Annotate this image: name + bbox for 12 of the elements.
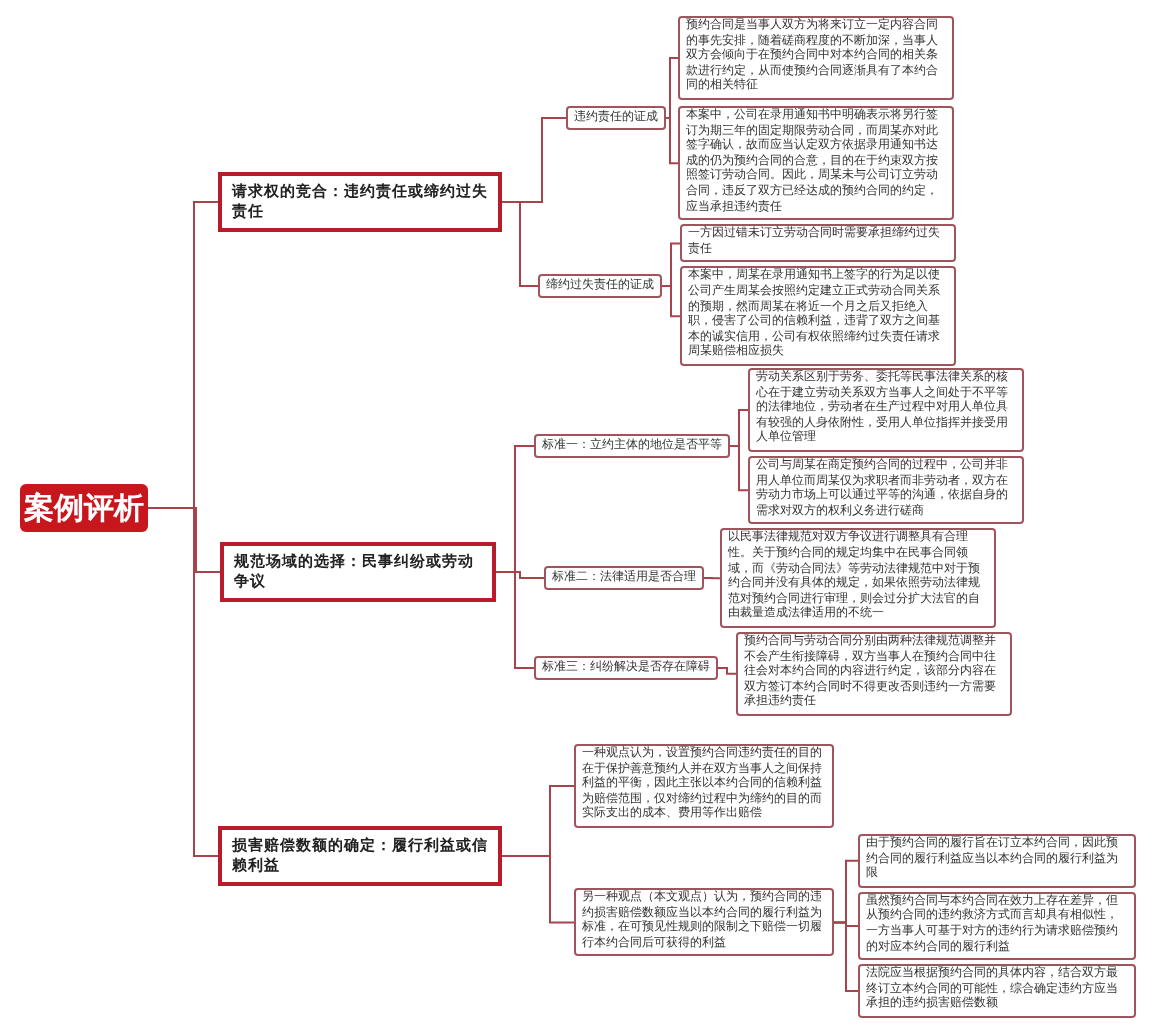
connector-line (147, 507, 219, 857)
connector-line (833, 921, 859, 993)
connector-line (703, 577, 721, 580)
connector-line (665, 117, 679, 165)
root-box: 案例评析 (20, 484, 148, 532)
connector-line (501, 201, 539, 287)
connector-line (501, 855, 575, 924)
connector-line (717, 667, 737, 675)
connector-line (495, 571, 535, 669)
connector-line (661, 285, 681, 318)
connector-line (665, 56, 679, 119)
connector-line (729, 445, 749, 492)
